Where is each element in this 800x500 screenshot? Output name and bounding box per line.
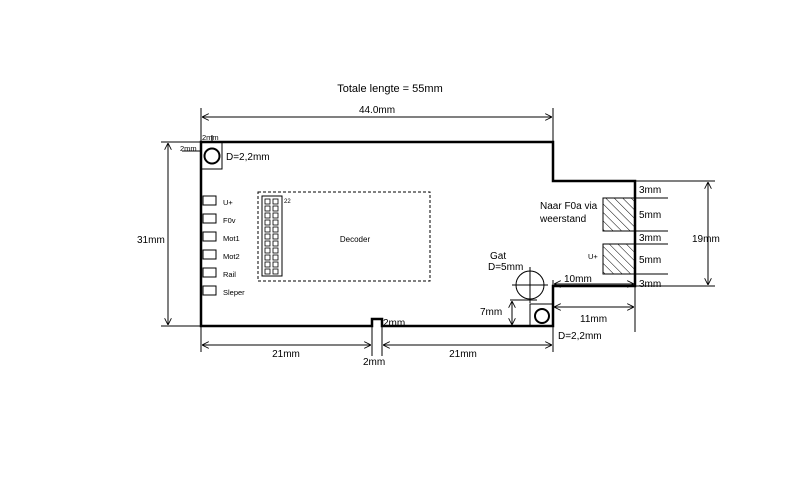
dim-bottom-left-label: 21mm <box>272 349 300 360</box>
pad-f0v <box>202 213 217 224</box>
decoder-pin-header <box>264 198 279 275</box>
pad-u-plus-label: U+ <box>223 198 233 207</box>
decoder-pin <box>272 219 279 226</box>
dim-bottom: 21mm 21mm <box>200 319 554 360</box>
pad-sleper <box>202 285 217 296</box>
solder-pads: U+ F0v Mot1 Mot2 Rail Sleper <box>202 195 245 297</box>
pad-sleper-label: Sleper <box>223 288 245 297</box>
decoder-pin <box>264 226 271 233</box>
decoder-pin <box>264 233 271 240</box>
pad-f0v-label: F0v <box>223 216 236 225</box>
hole-offset-left-label: 2mm <box>180 144 197 153</box>
decoder-pin <box>272 198 279 205</box>
dim-height-left: 31mm <box>137 141 201 327</box>
decoder-label: Decoder <box>340 235 371 244</box>
decoder-pin <box>272 247 279 254</box>
decoder-pin <box>272 212 279 219</box>
decoder-module: 22 Decoder <box>257 191 431 282</box>
dim-notch: 2mm 2mm <box>363 318 405 368</box>
decoder-pin <box>264 261 271 268</box>
pad-mot2 <box>202 249 217 260</box>
decoder-pin <box>264 247 271 254</box>
seg-b-label: 5mm <box>639 210 661 221</box>
decoder-pin <box>272 205 279 212</box>
dim-step-height-label: 7mm <box>480 307 502 318</box>
decoder-pin <box>264 219 271 226</box>
pad-mot1-label: Mot1 <box>223 234 240 243</box>
pad-mot1 <box>202 231 217 242</box>
pad-u-plus <box>202 195 217 206</box>
notch-depth-label: 2mm <box>363 357 385 368</box>
gat-line2: D=5mm <box>488 262 523 273</box>
pad-rail-label: Rail <box>223 270 236 279</box>
decoder-pin <box>264 198 271 205</box>
dim-step-width: 10mm <box>552 274 634 286</box>
connector-blocks: U+ Naar F0a via weerstand <box>539 197 636 275</box>
connector-u-label: U+ <box>588 252 598 261</box>
decoder-pin <box>272 254 279 261</box>
dim-top-length-label: 44.0mm <box>359 105 395 116</box>
dim-top-length: 44.0mm <box>200 105 554 142</box>
seg-a-label: 3mm <box>639 185 661 196</box>
notch-width-label: 2mm <box>383 318 405 329</box>
hole-top-left: 2mm 2mm D=2,2mm <box>180 133 270 170</box>
decoder-pin <box>264 254 271 261</box>
hole-offset-top-label: 2mm <box>202 133 219 142</box>
pad-rail <box>202 267 217 278</box>
dim-hole-width-label: 11mm <box>580 314 607 325</box>
dim-height-left-label: 31mm <box>137 235 165 246</box>
total-length-title: Totale lengte = 55mm <box>337 83 442 95</box>
decoder-pin <box>264 240 271 247</box>
pad-mot2-label: Mot2 <box>223 252 240 261</box>
dim-bottom-right-label: 21mm <box>449 349 477 360</box>
decoder-pin <box>272 240 279 247</box>
decoder-pin <box>264 212 271 219</box>
dim-step-height: 7mm <box>480 299 537 325</box>
seg-d-label: 5mm <box>639 255 661 266</box>
decoder-pin <box>272 268 279 275</box>
note-line1: Naar F0a via <box>540 201 598 212</box>
decoder-pin <box>272 261 279 268</box>
dim-connector-height: 19mm <box>635 180 720 287</box>
dim-connector-height-label: 19mm <box>692 234 720 245</box>
dim-step-width-label: 10mm <box>564 274 592 285</box>
decoder-pin-label: 22 <box>284 199 291 205</box>
hole-gat: Gat D=5mm <box>488 251 548 303</box>
seg-e-label: 3mm <box>639 279 661 290</box>
dim-hole-width: 11mm <box>554 286 636 332</box>
gat-line1: Gat <box>490 251 506 262</box>
seg-c-label: 3mm <box>639 233 661 244</box>
hole-top-left-label: D=2,2mm <box>226 152 270 163</box>
decoder-pin <box>272 226 279 233</box>
decoder-pin <box>264 205 271 212</box>
hole-bottom-right-label: D=2,2mm <box>558 331 602 342</box>
dim-right-segments: 3mm 5mm 3mm 5mm 3mm <box>635 185 668 290</box>
hole-bottom-right: D=2,2mm <box>529 303 602 342</box>
decoder-pin <box>264 268 271 275</box>
note-line2: weerstand <box>539 214 586 225</box>
decoder-pin <box>272 233 279 240</box>
